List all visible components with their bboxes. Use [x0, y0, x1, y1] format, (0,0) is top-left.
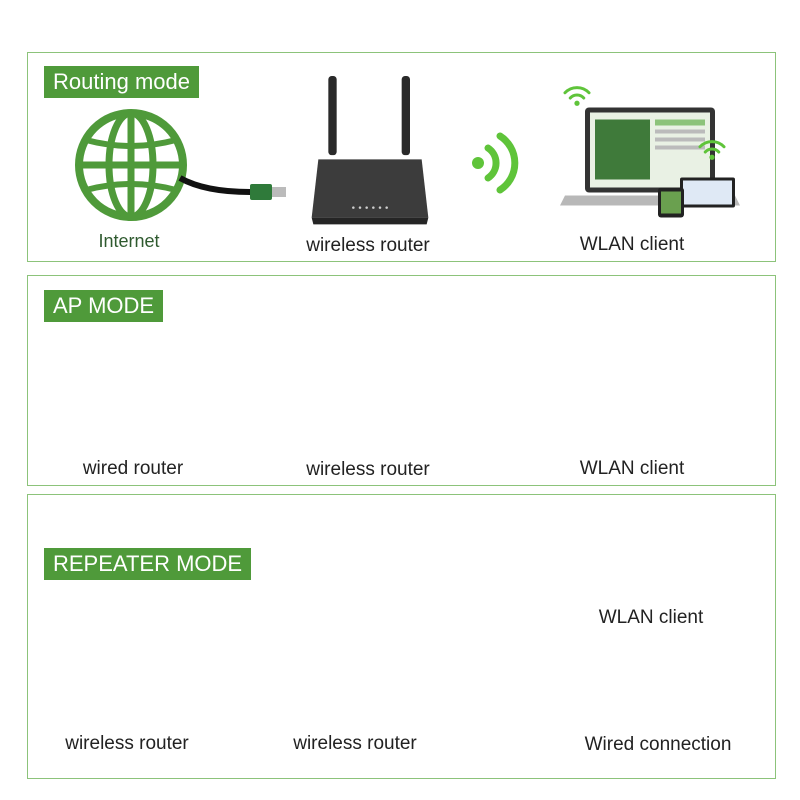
internet-label: Internet [98, 231, 160, 251]
wlan-client-label: WLAN client [579, 458, 685, 479]
wireless-router-label: wireless router [293, 733, 417, 754]
wifi-icon [563, 85, 591, 107]
wireless-router-label: wireless router [306, 459, 430, 480]
source-router-label: wireless router [65, 733, 189, 754]
repeater-mode-panel [27, 494, 776, 779]
wireless-router-icon [311, 76, 429, 225]
wlan-client-label: WLAN client [598, 607, 704, 628]
wifi-signal-icon [472, 136, 515, 190]
wlan-client-devices-icon [560, 107, 740, 218]
wired-router-label: wired router [82, 458, 184, 479]
routing-mode-title: Routing mode [44, 66, 199, 98]
wireless-router-label: wireless router [306, 235, 430, 256]
wired-connection-label: Wired connection [584, 734, 732, 755]
ethernet-cable-icon [178, 175, 286, 200]
wlan-client-label: WLAN client [579, 234, 685, 255]
repeater-mode-title: REPEATER MODE [44, 548, 252, 580]
ap-mode-title: AP MODE [44, 290, 164, 322]
internet-globe-icon [75, 109, 187, 221]
